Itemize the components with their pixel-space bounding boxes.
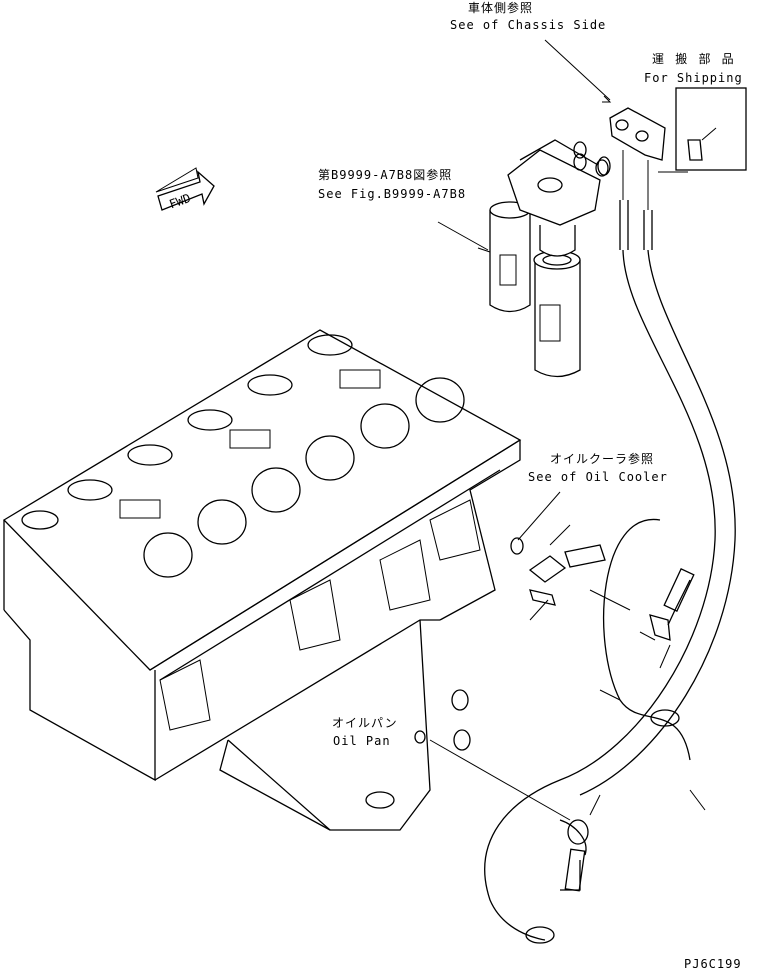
oil-pan-label-jp: オイルパン: [332, 716, 398, 730]
chassis-side-label-en: See of Chassis Side: [450, 18, 607, 32]
fwd-label: FWD: [167, 191, 192, 212]
chassis-side-label-jp: 車体側参照: [468, 1, 534, 15]
engine-block: [2, 329, 522, 831]
shipping-label-en: For Shipping: [644, 71, 743, 85]
hose-lines: [484, 150, 736, 944]
leader-lines: [429, 39, 706, 821]
fwd-arrow: FWD: [155, 167, 215, 212]
shipping-label-jp: 運 搬 部 品: [652, 52, 736, 66]
oil-cooler-label-en: See of Oil Cooler: [528, 470, 668, 484]
fig-ref-label-en: See Fig.B9999-A7B8: [318, 187, 467, 201]
drawing-number: PJ6C199: [684, 957, 742, 971]
oil-cooler-label-jp: オイルクーラ参照: [550, 452, 655, 466]
fittings: [510, 153, 671, 641]
shipping-bracket: [609, 87, 747, 173]
fig-ref-label-jp: 第B9999-A7B8図参照: [318, 168, 453, 182]
oil-pan-label-en: Oil Pan: [333, 734, 391, 748]
oil-filter-assembly: [489, 139, 611, 378]
